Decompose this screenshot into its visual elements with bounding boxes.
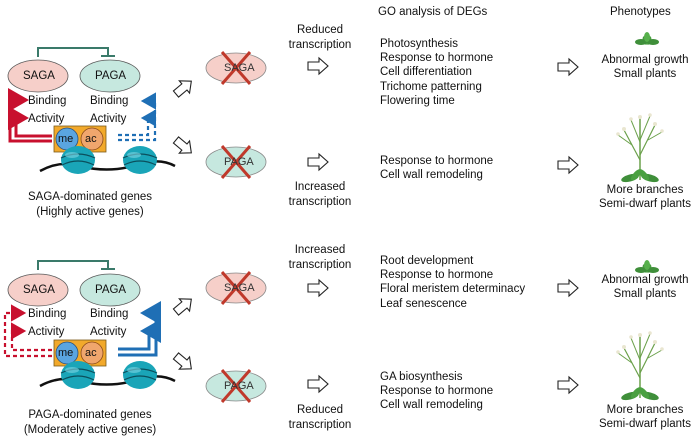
bottom-row1-phenotype-2: Small plants [613,288,677,300]
bottom-caption-line1: PAGA-dominated genes [28,409,152,421]
saga-oval [7,59,69,93]
paga-binding-label-top: Binding [90,95,129,107]
small-plant-icon-top [635,32,659,47]
tall-plant-icon-top [615,112,665,185]
paga-label-top: PAGA [95,70,127,82]
go-term: Photosynthesis [380,38,458,50]
go-term: Cell wall remodeling [380,169,483,182]
go-term: Cell differentiation [380,66,472,79]
go-term: Response to hormone [380,155,494,167]
top-row2-transcription-1: Increased [294,181,346,193]
go-term: Leaf senescence [380,297,467,310]
tall-plant-icon-bottom [615,330,665,403]
top-row1-transcription-1: Reduced [296,24,344,36]
bottom-row2-go-list: GA biosynthesis Response to hormone Cell… [380,370,493,413]
red-activity-arrow [8,106,52,138]
go-term: Cell wall remodeling [380,399,483,412]
top-caption-line2: (Highly active genes) [36,206,144,218]
ac-label-bottom: ac [85,347,97,359]
saga-label-bottom: SAGA [23,284,55,296]
bottom-row2-transcription-1: Reduced [296,404,344,416]
go-term: Response to hormone [380,269,494,282]
top-row1-phenotype-2: Small plants [613,68,677,80]
saga-activity-label-top: Activity [28,113,65,125]
saga-binding-label-bottom: Binding [28,308,67,320]
saga-activity-label-bottom: Activity [28,326,65,338]
top-panel-graphics [7,32,665,185]
diag-arrow-down-top [170,133,198,160]
bottom-row1-phenotype-1: Abnormal growth [601,274,689,286]
bottom-row1-transcription-2: transcription [288,259,352,271]
blue-activity-arrow [118,109,157,137]
go-term: Floral meristem determinacy [380,283,526,296]
top-row2-go-list: Response to hormone Cell wall remodeling [380,154,493,182]
me-label-bottom: me [58,347,74,359]
paga-activity-label-top: Activity [90,113,127,125]
mutant-paga-top: PAGA [224,156,254,168]
paga-oval [79,59,141,93]
go-term: Flowering time [380,94,455,107]
paga-binding-label-bottom: Binding [90,308,129,320]
bottom-row2-phenotype-1: More branches [606,404,684,416]
bottom-panel-graphics [3,260,665,403]
mutant-saga-top: SAGA [224,62,255,74]
top-caption-line1: SAGA-dominated genes [27,191,153,203]
top-row1-transcription-2: transcription [288,39,352,51]
mutant-saga-bottom: SAGA [224,282,255,294]
go-term: GA biosynthesis [380,371,463,383]
go-header: GO analysis of DEGs [378,6,488,18]
bottom-row2-phenotype-2: Semi-dwarf plants [598,418,692,430]
go-term: Trichome patterning [380,80,482,93]
top-row2-phenotype-1: More branches [606,184,684,196]
top-row1-go-list: Photosynthesis Response to hormone Cell … [380,37,493,108]
me-label-top: me [58,133,74,145]
go-term: Response to hormone [380,385,494,398]
paga-label-bottom: PAGA [95,284,127,296]
go-term: Root development [380,255,474,267]
saga-binding-label-top: Binding [28,95,67,107]
top-row2-transcription-2: transcription [288,196,352,208]
top-row1-phenotype-1: Abnormal growth [601,54,689,66]
saga-label-top: SAGA [23,70,55,82]
bottom-row1-transcription-1: Increased [294,244,346,256]
bottom-caption-line2: (Moderately active genes) [23,424,157,436]
mutant-paga-bottom: PAGA [224,380,254,392]
mutual-inhibition-bracket [37,47,109,57]
paga-activity-label-bottom: Activity [90,326,127,338]
go-term: Response to hormone [380,52,494,65]
ac-label-top: ac [85,133,97,145]
bottom-row1-go-list: Root development Response to hormone Flo… [380,254,525,311]
top-row2-phenotype-2: Semi-dwarf plants [598,198,692,210]
phenotypes-header: Phenotypes [610,6,671,18]
diag-arrow-up-top [170,74,198,101]
bottom-row2-transcription-2: transcription [288,419,352,431]
